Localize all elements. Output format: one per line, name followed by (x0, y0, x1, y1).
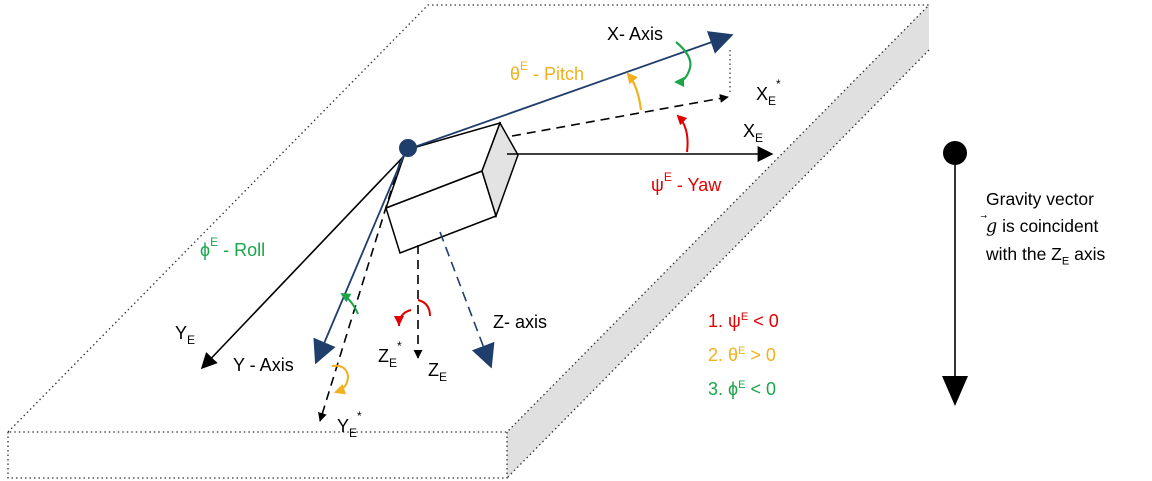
z-axis-arrow (439, 231, 495, 369)
y-axis-pitch-arc (331, 364, 350, 395)
gravity-line-2: ⃗g is coincident (986, 216, 1099, 237)
roll-rotation-arc (340, 292, 359, 315)
condition-pitch: 2. θE > 0 (708, 345, 776, 365)
rotation-conditions: 1. ψE < 0 2. θE > 0 3. ϕE < 0 (708, 302, 779, 404)
condition-yaw: 1. ψE < 0 (708, 311, 779, 331)
ye-label: YE (175, 323, 195, 347)
ye-star-axis-arrow (318, 161, 401, 422)
ze-star-label: ZE* (378, 339, 402, 370)
yaw-rotation-arc (676, 114, 689, 153)
ze-star-yaw-arc (398, 299, 431, 327)
pitch-rotation-arc (626, 72, 643, 111)
origin-point (399, 139, 417, 157)
gravity-line-1: Gravity vector (986, 189, 1094, 209)
ye-star-label: YE* (337, 409, 362, 440)
gravity-arrowhead (942, 376, 968, 406)
xe-star-label: XE* (756, 77, 781, 108)
ground-slab (6, 4, 931, 479)
pitch-label: θE - Pitch (510, 59, 584, 84)
x-axis-arrow (405, 31, 734, 151)
sensor-box (384, 121, 519, 254)
y-axis-arrow (313, 149, 407, 365)
slab-front-face (7, 432, 508, 479)
yaw-label: ψE - Yaw (651, 170, 722, 195)
box-side-face (481, 121, 519, 219)
y-axis-label: Y - Axis (233, 355, 294, 375)
x-axis-roll-arc (674, 41, 692, 87)
z-axis-label: Z- axis (493, 312, 547, 332)
ye-axis-arrow (200, 155, 405, 370)
condition-roll: 3. ϕE < 0 (708, 379, 776, 399)
gravity-line-3: with the ZE axis (986, 244, 1106, 268)
gravity-source-dot (943, 141, 967, 165)
gravity-description: Gravity vector ⃗g is coincident with the… (986, 186, 1152, 276)
xe-star-axis-arrow (511, 94, 729, 137)
gravity-vector-symbol: ⃗g (986, 217, 998, 237)
roll-label: ϕE - Roll (200, 235, 265, 260)
slab-side-face (507, 5, 929, 478)
ze-label: ZE (428, 360, 447, 384)
xe-label: XE (743, 121, 763, 145)
x-axis-label: X- Axis (607, 24, 663, 44)
